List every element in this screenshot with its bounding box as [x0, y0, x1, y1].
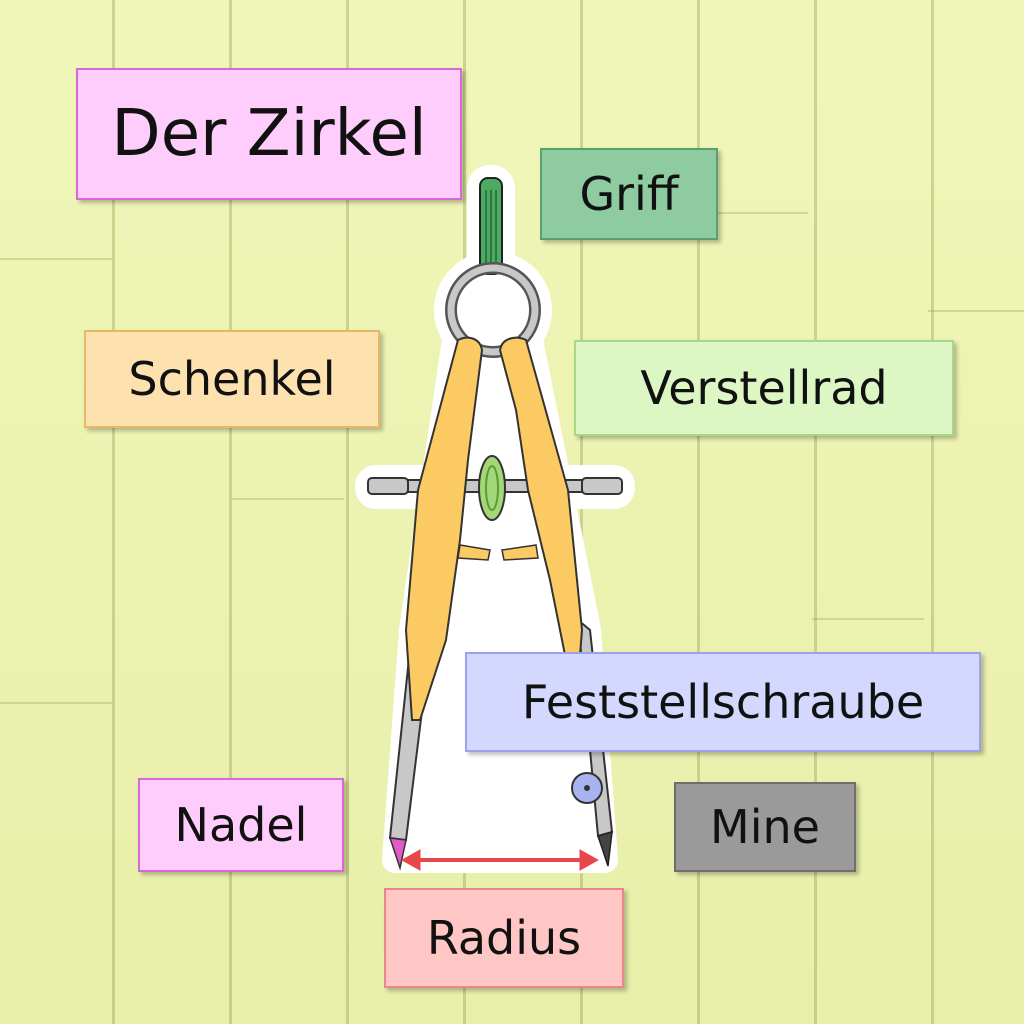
radius-arrow — [400, 849, 600, 871]
title-text: Der Zirkel — [111, 97, 427, 171]
plank-seam — [928, 310, 1024, 312]
griff-text: Griff — [579, 167, 679, 221]
plank-seam — [232, 498, 344, 500]
schenkel-label: Schenkel — [84, 330, 380, 428]
nadel-text: Nadel — [174, 798, 308, 852]
feststellschraube-label: Feststellschraube — [465, 652, 981, 752]
feststellschraube-text: Feststellschraube — [521, 675, 925, 729]
compass-illustration — [355, 165, 635, 873]
schenkel-text: Schenkel — [128, 352, 336, 406]
plank-seam — [0, 258, 112, 260]
right-leg — [498, 336, 584, 681]
verstellrad-text: Verstellrad — [640, 361, 888, 415]
locking-screw — [571, 772, 603, 804]
plank-seam — [0, 702, 112, 704]
griff-label: Griff — [540, 148, 718, 240]
left-leg — [404, 336, 484, 721]
nadel-label: Nadel — [138, 778, 344, 872]
verstellrad-label: Verstellrad — [574, 340, 954, 436]
radius-text: Radius — [426, 911, 582, 965]
adjusting-wheel — [478, 455, 506, 521]
plank-seam — [812, 618, 924, 620]
grip-part — [479, 177, 503, 275]
title-label: Der Zirkel — [76, 68, 462, 200]
mine-text: Mine — [710, 800, 820, 854]
mine-label: Mine — [674, 782, 856, 872]
radius-label: Radius — [384, 888, 624, 988]
plank-seam — [696, 212, 808, 214]
